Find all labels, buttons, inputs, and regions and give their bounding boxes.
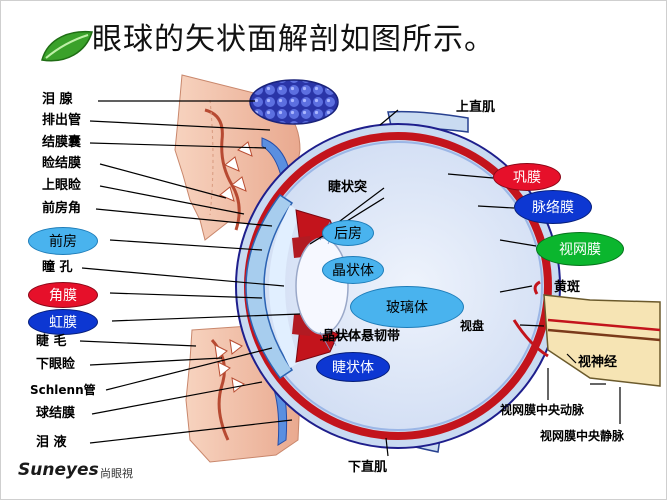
- anterior-chamber: [269, 205, 300, 368]
- brand-logo-cn: 尚眼視: [100, 467, 133, 480]
- label-eyelashes: 睫 毛: [36, 334, 67, 349]
- label-retina: 视网膜: [536, 232, 624, 266]
- diagram-title: 眼球的矢状面解剖如图所示。: [92, 22, 495, 57]
- label-excretory-duct: 排出管: [42, 113, 82, 128]
- central-retinal-artery: [547, 318, 661, 332]
- label-pupil: 瞳 孔: [42, 260, 73, 275]
- label-ciliary-body: 睫状体: [316, 352, 390, 382]
- label-schlemm-canal: Schlenn管: [30, 383, 96, 397]
- label-optic-disc: 视盘: [460, 319, 485, 333]
- label-tears: 泪 液: [36, 435, 67, 450]
- lens: [295, 237, 349, 335]
- central-retinal-vein: [547, 328, 661, 342]
- label-lacrimal-gland: 泪 腺: [42, 92, 73, 107]
- label-upper-eyelid: 上眼睑: [42, 178, 82, 193]
- label-central-retinal-artery: 视网膜中央动脉: [500, 403, 585, 417]
- label-vitreous-body: 玻璃体: [350, 286, 464, 328]
- label-anterior-chamber-angle: 前房角: [42, 201, 82, 216]
- label-zonule: 晶状体悬韧带: [322, 329, 401, 344]
- fovea: [533, 280, 541, 295]
- label-ciliary-process: 睫状突: [328, 180, 368, 195]
- cornea: [245, 193, 294, 380]
- label-lower-eyelid: 下眼睑: [36, 357, 76, 372]
- label-central-retinal-vein: 视网膜中央静脉: [540, 429, 625, 443]
- label-cornea: 角膜: [28, 282, 98, 308]
- label-sclera: 巩膜: [493, 163, 561, 191]
- label-anterior-chamber: 前房: [28, 227, 98, 255]
- leaf-icon: [41, 30, 93, 62]
- label-conjunctival-sac: 结膜囊: [42, 135, 82, 150]
- brand-logo: Suneyes: [18, 460, 99, 480]
- label-inferior-rectus: 下直肌: [348, 460, 388, 475]
- label-optic-nerve: 视神经: [578, 355, 618, 370]
- label-posterior-chamber: 后房: [322, 220, 374, 246]
- label-bulbar-conjunctiva: 球结膜: [36, 406, 76, 421]
- optic-nerve: [543, 294, 661, 387]
- label-iris: 虹膜: [28, 309, 98, 335]
- lacrimal-gland: [249, 79, 339, 125]
- label-macula: 黄斑: [554, 280, 581, 295]
- label-lens: 晶状体: [322, 256, 384, 284]
- leader-lines: [79, 100, 621, 457]
- label-palpebral-conjunctiva: 睑结膜: [42, 156, 82, 171]
- label-superior-rectus: 上直肌: [456, 100, 496, 115]
- label-choroid: 脉络膜: [514, 190, 592, 224]
